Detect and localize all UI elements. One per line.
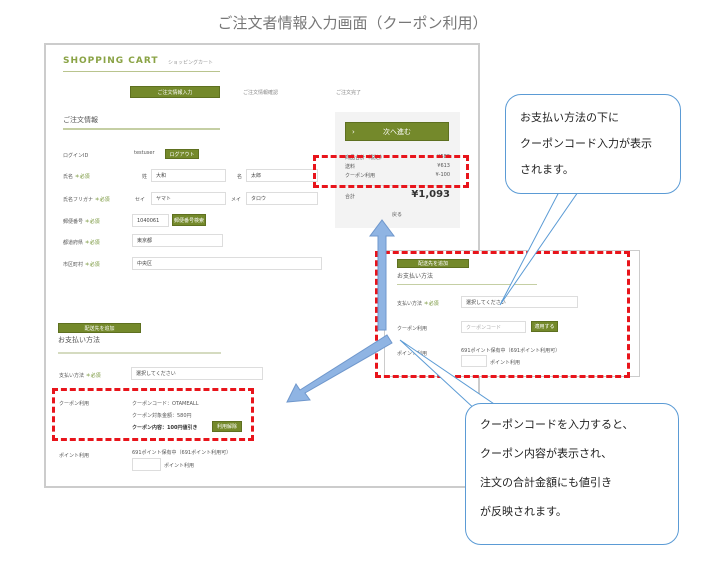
callout-line: クーポン内容が表示され、	[480, 447, 613, 460]
point-label: ポイント利用	[59, 453, 90, 459]
mei-input[interactable]: 太郎	[246, 169, 318, 182]
callout-line: 注文の合計金額にも値引き	[480, 476, 612, 489]
kana-label: 氏名フリガナ ＊必須	[63, 197, 110, 203]
coupon-cancel-button[interactable]: 利用解除	[212, 421, 242, 432]
coupon-input-inset: 配送先を追加 お支払い方法 支払い方法 ＊必須 選択してください クーポン利用 …	[384, 250, 640, 377]
up-arrow	[369, 219, 395, 331]
callout-bottom: クーポンコードを入力すると、 クーポン内容が表示され、 注文の合計金額にも値引き…	[465, 403, 679, 545]
kana-sei-input[interactable]: ヤマト	[151, 192, 226, 205]
callout-line: クーポンコードを入力すると、	[480, 418, 634, 431]
logout-button[interactable]: ログアウト	[165, 149, 199, 159]
summary-highlight	[313, 155, 469, 188]
brand: SHOPPING CART	[63, 56, 159, 66]
callout-line: されます。	[520, 163, 574, 176]
zip-input[interactable]: 1040061	[132, 214, 169, 227]
summary-value: ¥613	[437, 163, 450, 169]
coupon-target: クーポン対象金額：580円	[132, 413, 192, 419]
sei-input[interactable]: 大和	[151, 169, 226, 182]
callout-line: が反映されます。	[480, 505, 567, 518]
diagram-title: ご注文者情報入力画面（クーポン利用）	[217, 14, 488, 32]
step-3: ご注文完了	[336, 90, 362, 96]
callout-line: お支払い方法の下に	[520, 111, 619, 124]
coupon-code-input[interactable]: クーポンコード	[461, 321, 526, 333]
sei-label: 姓	[142, 174, 148, 180]
add-address-button[interactable]: 配送先を追加	[397, 259, 469, 268]
order-summary: ›次へ進む 商品合計（税込） ¥580 送料 ¥613 クーポン利用 ¥-100…	[335, 112, 460, 228]
pay-label: 支払い方法 ＊必須	[59, 373, 101, 379]
brand-sub: ショッピングカート	[168, 60, 214, 66]
total-value: ¥1,093	[411, 189, 450, 200]
section-order: ご注文情報	[63, 116, 98, 124]
point-info: 691ポイント保有中（691ポイント利用可）	[132, 450, 232, 456]
point-label: ポイント利用	[397, 351, 428, 357]
next-button[interactable]: ›次へ進む	[345, 122, 449, 141]
pref-select[interactable]: 東京都	[132, 234, 223, 247]
kana-sei-label: セイ	[135, 197, 146, 203]
zip-label: 郵便番号 ＊必須	[63, 219, 100, 225]
summary-label: クーポン利用	[345, 173, 376, 179]
add-address-button[interactable]: 配送先を追加	[58, 323, 141, 333]
point-use-label: ポイント利用	[490, 360, 521, 366]
city-label: 市区町村 ＊必須	[63, 262, 100, 268]
step-1: ご注文情報入力	[130, 86, 220, 98]
section-payment: お支払い方法	[397, 273, 434, 280]
mei-label: 名	[237, 174, 243, 180]
step-2: ご注文情報確認	[243, 90, 279, 96]
kana-mei-input[interactable]: タロウ	[246, 192, 318, 205]
callout-top: お支払い方法の下に クーポンコード入力が表示 されます。	[505, 94, 681, 194]
coupon-label: クーポン利用	[59, 401, 90, 407]
city-input[interactable]: 中央区	[132, 257, 322, 270]
section-payment: お支払い方法	[58, 336, 100, 344]
name-label: 氏名 ＊必須	[63, 174, 90, 180]
back-link[interactable]: 戻る	[392, 212, 403, 218]
inset-highlight	[375, 251, 630, 378]
summary-label: 送料	[345, 164, 356, 170]
summary-value: ¥-100	[435, 172, 450, 178]
zip-search-button[interactable]: 郵便番号検索	[172, 214, 206, 226]
total-label: 合計	[345, 194, 356, 200]
summary-label: 商品合計（税込）	[345, 155, 386, 161]
login-label: ログインID	[63, 153, 89, 159]
callout-line: クーポンコード入力が表示	[520, 137, 652, 150]
point-input[interactable]	[461, 355, 487, 367]
down-left-arrow	[286, 334, 393, 403]
login-value: testuser	[134, 150, 155, 156]
pay-label: 支払い方法 ＊必須	[397, 301, 439, 307]
pay-select[interactable]: 選択してください	[131, 367, 263, 380]
coupon-apply-button[interactable]: 適用する	[531, 321, 558, 332]
pay-select[interactable]: 選択してください	[461, 296, 578, 308]
coupon-result-highlight	[52, 388, 254, 441]
point-input[interactable]	[132, 458, 161, 471]
coupon-content: クーポン内容：100円値引き	[132, 425, 198, 431]
pref-label: 都道府県 ＊必須	[63, 240, 100, 246]
point-info: 691ポイント保有中（691ポイント利用可）	[461, 348, 561, 354]
callout-tail-top	[499, 189, 579, 306]
coupon-code: クーポンコード：OTAMEALL	[132, 401, 199, 407]
kana-mei-label: メイ	[231, 197, 242, 203]
point-use-label: ポイント利用	[164, 463, 195, 469]
chevron-right-icon: ›	[352, 127, 355, 136]
callout-tail-bottom	[399, 339, 502, 413]
coupon-label: クーポン利用	[397, 326, 428, 332]
